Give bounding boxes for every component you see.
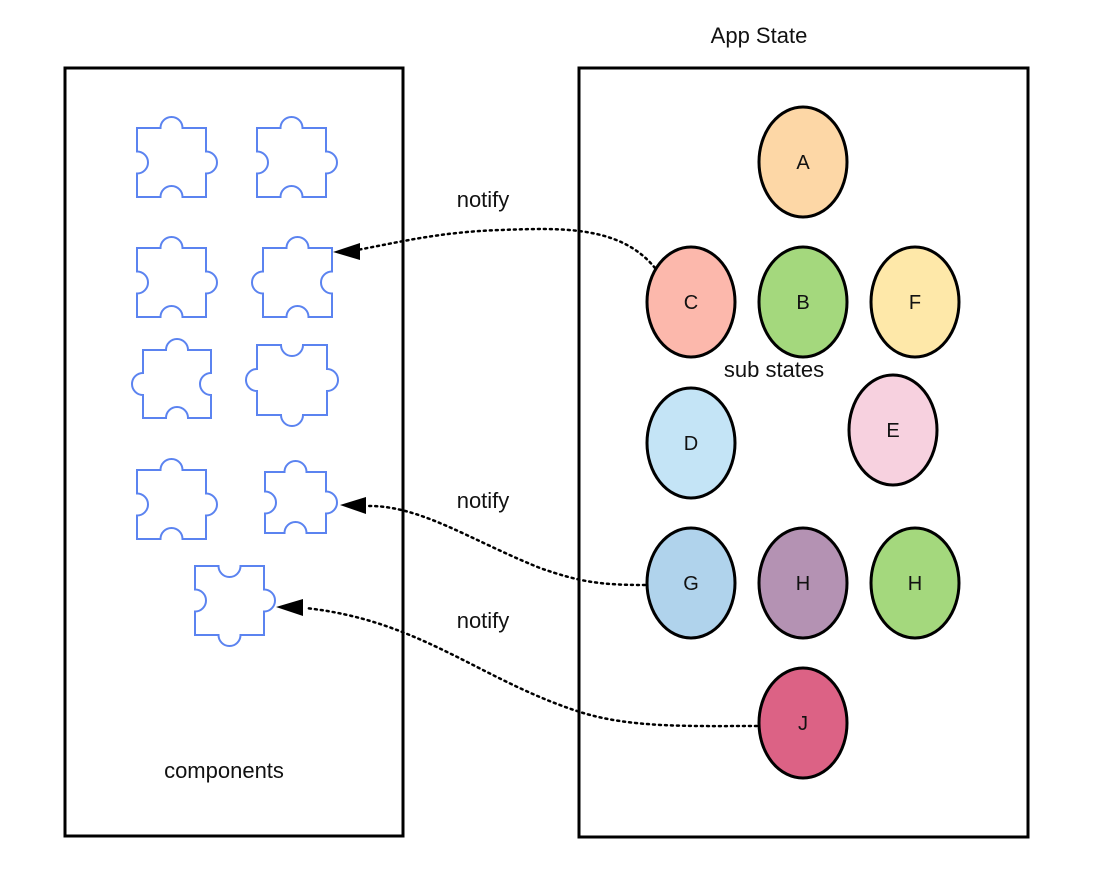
state-node-label: H — [908, 573, 922, 595]
sub-states-label: sub states — [724, 357, 824, 382]
state-node-ellipse — [869, 245, 961, 359]
state-node-ellipse — [757, 105, 849, 219]
components-label: components — [164, 758, 284, 783]
components-box — [63, 66, 405, 838]
notify-label-2: notify — [457, 488, 510, 513]
puzzle-piece-icon-5 — [131, 338, 212, 419]
state-node-g: G — [645, 526, 737, 640]
edge-g-to-piece-8 — [365, 504, 647, 587]
state-node-label: C — [684, 292, 698, 314]
puzzle-pieces — [131, 116, 339, 647]
state-node-b: B — [757, 245, 849, 359]
state-nodes: A C B F D E G H H J — [645, 105, 961, 780]
state-node-d: D — [645, 386, 737, 500]
puzzle-piece-icon-1 — [136, 116, 218, 198]
puzzle-piece-icon-4 — [251, 236, 333, 318]
puzzle-piece-icon-2 — [256, 116, 338, 198]
state-node-ellipse — [645, 245, 737, 359]
arrowhead-icon — [333, 243, 360, 260]
state-node-ellipse — [757, 666, 849, 780]
edge-j-to-piece-9 — [303, 606, 759, 728]
state-node-h2: H — [869, 526, 961, 640]
notify-label-3: notify — [457, 608, 510, 633]
puzzle-piece-icon-9 — [194, 565, 276, 647]
state-node-ellipse — [645, 386, 737, 500]
puzzle-piece-icon-7 — [136, 458, 218, 540]
state-node-label: F — [909, 292, 921, 314]
state-node-ellipse — [847, 373, 939, 487]
arrowhead-icon — [340, 497, 366, 514]
state-node-a: A — [757, 105, 849, 219]
state-node-c: C — [645, 245, 737, 359]
state-node-label: A — [796, 152, 810, 174]
state-node-label: B — [796, 292, 809, 314]
puzzle-piece-icon-6 — [245, 344, 339, 427]
state-node-label: J — [798, 713, 808, 735]
state-node-label: G — [683, 573, 699, 595]
state-node-label: E — [886, 420, 899, 442]
state-node-ellipse — [645, 526, 737, 640]
notify-label-1: notify — [457, 187, 510, 212]
state-node-f: F — [869, 245, 961, 359]
puzzle-piece-icon-8 — [264, 460, 338, 534]
state-node-e: E — [847, 373, 939, 487]
app-state-title: App State — [711, 23, 808, 48]
state-node-label: D — [684, 433, 698, 455]
state-node-j: J — [757, 666, 849, 780]
state-node-ellipse — [757, 245, 849, 359]
state-node-h1: H — [757, 526, 849, 640]
puzzle-piece-icon-3 — [136, 236, 218, 318]
state-node-ellipse — [757, 526, 849, 640]
arrowhead-icon — [276, 599, 303, 616]
state-node-label: H — [796, 573, 810, 595]
state-node-ellipse — [869, 526, 961, 640]
